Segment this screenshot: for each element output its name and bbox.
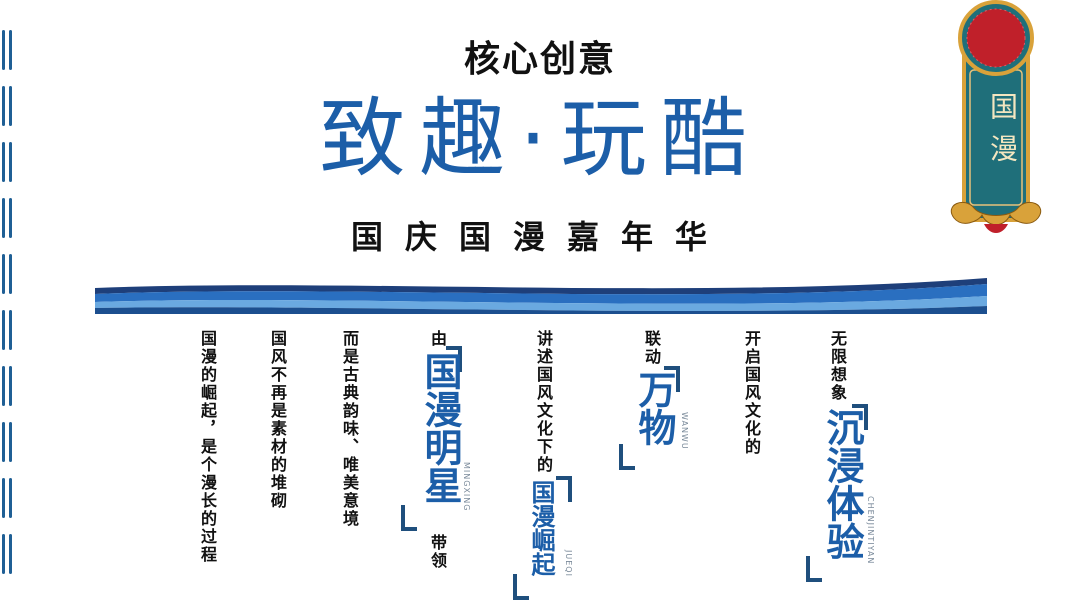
text-column-2: 国风不再是素材的堆砌 bbox=[268, 330, 287, 510]
page-title: 核心创意 bbox=[463, 39, 616, 80]
badge-frame bbox=[951, 0, 1041, 233]
highlight-everything: 万物 bbox=[632, 370, 676, 446]
bracket-bottom-left bbox=[401, 505, 417, 531]
text-column-3: 而是古典韵味、唯美意境 bbox=[340, 330, 359, 528]
text-column-5-top: 讲述国风文化下的 bbox=[534, 330, 553, 474]
badge-text: 国漫 bbox=[986, 92, 1019, 176]
text-column-1: 国漫的崛起，是个漫长的过程 bbox=[198, 330, 217, 564]
bracket-top-right bbox=[556, 476, 572, 502]
pinyin-jueqi: JUEQI bbox=[564, 550, 573, 577]
pinyin-mingxing: MINGXING bbox=[462, 462, 471, 512]
highlight-immersive: 沉浸体验 bbox=[820, 408, 864, 560]
text-column-4-top: 由 bbox=[428, 330, 447, 348]
text-column-4-bottom: 带领 bbox=[428, 534, 447, 570]
text-column-6-top: 联动 bbox=[642, 330, 661, 366]
bracket-bottom-left bbox=[806, 556, 822, 582]
wave-ribbon bbox=[95, 278, 987, 314]
bracket-top-right bbox=[852, 404, 868, 430]
bracket-bottom-left bbox=[619, 444, 635, 470]
event-subtitle: 国庆国漫嘉年华 bbox=[350, 218, 729, 256]
main-slogan: 致趣·玩酷 bbox=[319, 89, 761, 189]
left-decorative-border bbox=[0, 30, 16, 590]
pinyin-wanwu: WANWU bbox=[680, 412, 689, 450]
guoman-badge: 国漫 bbox=[944, 0, 1052, 245]
bracket-bottom-left bbox=[513, 574, 529, 600]
text-column-8-top: 无限想象 bbox=[828, 330, 847, 402]
bracket-top-right bbox=[446, 346, 462, 372]
highlight-rise: 国漫崛起 bbox=[527, 480, 555, 576]
bracket-top-right bbox=[664, 366, 680, 392]
pinyin-chenjintiyan: CHENJINTIYAN bbox=[866, 496, 875, 565]
text-column-7: 开启国风文化的 bbox=[742, 330, 761, 456]
highlight-star: 国漫明星 bbox=[418, 352, 462, 504]
